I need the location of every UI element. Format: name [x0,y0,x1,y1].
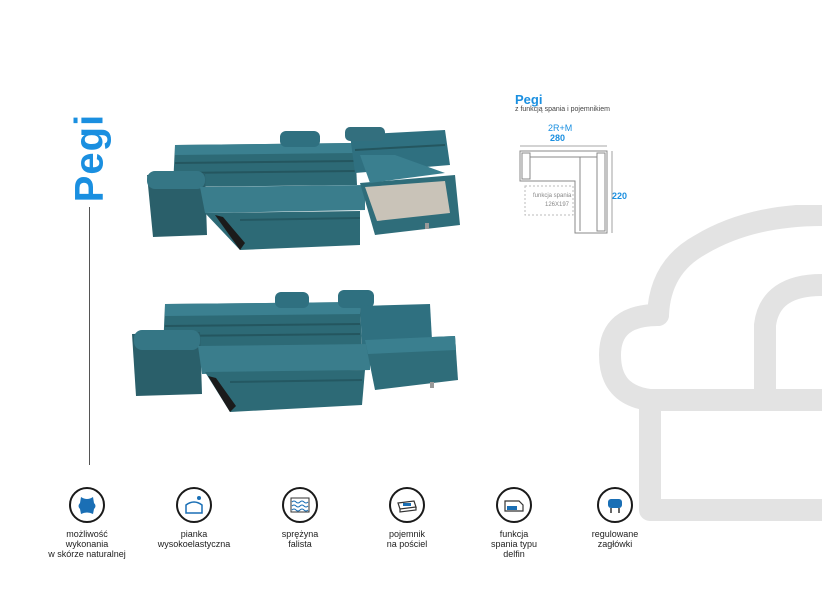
feature-foam: pianka wysokoelastyczna [146,487,242,549]
feature-foam-line-2: wysokoelastyczna [157,539,231,549]
feature-spring-line-1: sprężyna [281,529,319,539]
dimensions-subtitle: z funkcją spania i pojemnikiem [515,106,610,113]
configuration-code: 2R+M [548,123,573,133]
feature-sleep: funkcja spania typu delfin [466,487,562,559]
feature-storage-line-1: pojemnik [388,529,426,539]
feature-sleep-line-1: funkcja [499,529,529,539]
divider-line [89,207,90,465]
feature-leather-line-2: wykonania [65,539,109,549]
feature-leather-line-1: możliwość [66,529,108,539]
depth-value: 220 [612,191,628,201]
feature-sleep-line-3: delfin [503,549,525,559]
feature-spring: sprężyna falista [252,487,348,549]
leather-hide-icon [69,487,105,523]
adjustable-headrest-icon [597,487,633,523]
floor-plan-diagram [519,145,613,234]
armchair-watermark-icon [599,205,822,521]
feature-headrest-line-1: regulowane [591,529,639,539]
product-title: Pegi [67,113,112,203]
feature-leather-line-3: w skórze naturalnej [48,549,126,559]
bed-size-value: 126X197 [545,202,570,208]
product-title-vertical: Pegi [60,114,120,202]
storage-container-icon [389,487,425,523]
feature-sleep-line-2: spania typu [490,539,538,549]
feature-storage: pojemnik na pościel [359,487,455,549]
sofa-photo-bed-extended [132,290,458,412]
feature-leather: możliwość wykonania w skórze naturalnej [39,487,135,559]
width-value: 280 [550,133,566,143]
feature-headrest-line-2: zagłówki [597,539,633,549]
feature-storage-line-2: na pościel [386,539,428,549]
spring-icon [282,487,318,523]
feature-spring-line-2: falista [288,539,312,549]
dimensions-title: Pegi [515,92,543,107]
feature-headrest: regulowane zagłówki [567,487,663,549]
bed-function-label: funkcja spania [533,193,572,199]
feature-foam-line-1: pianka [180,529,208,539]
foam-icon [176,487,212,523]
sofa-photo-open-storage [147,127,460,250]
sleep-function-icon [496,487,532,523]
